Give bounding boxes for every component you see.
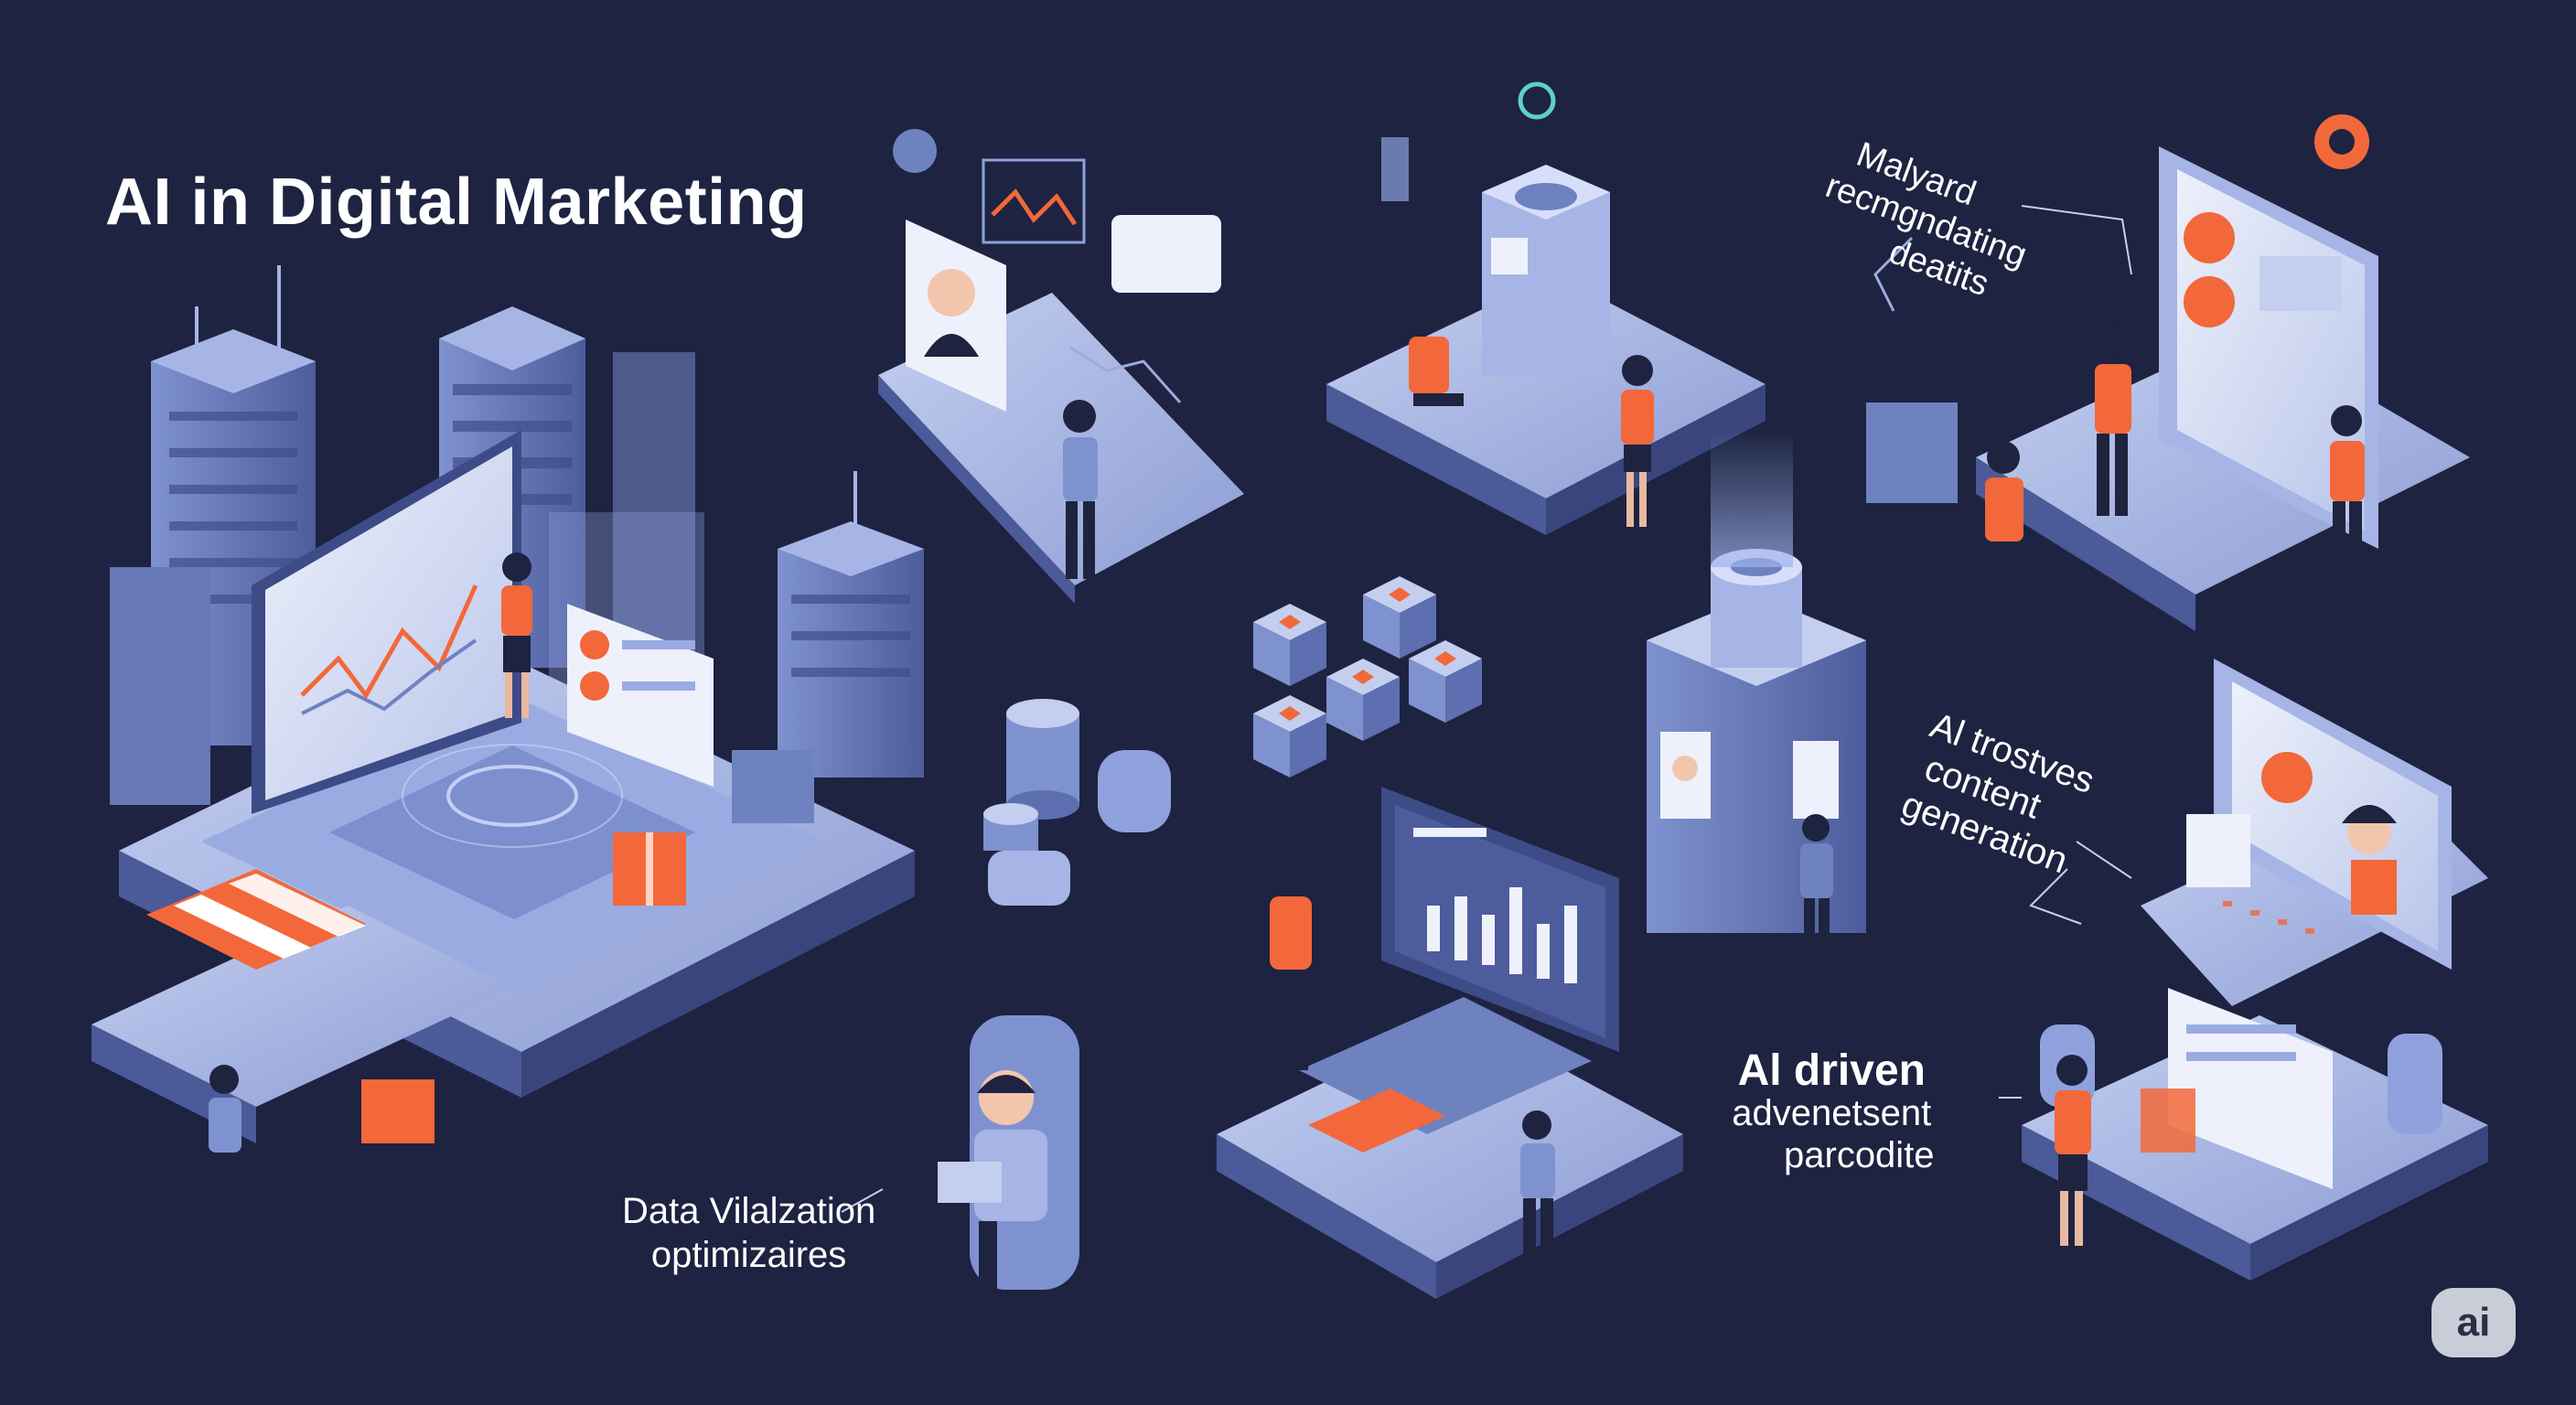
person-man-standing-right: [2095, 327, 2131, 516]
person-sitting-laptop: [1520, 1110, 1555, 1258]
gift-box-icon: [361, 750, 814, 1143]
recommendation-platform: [1866, 114, 2470, 631]
person-woman-right: [2330, 405, 2365, 574]
person-man-seated: [1409, 299, 1464, 406]
profile-platform: [878, 129, 1244, 604]
caption-line: Al driven: [1737, 1046, 1926, 1095]
cube-cluster: [1253, 576, 1482, 778]
person-man-tablet: [1063, 400, 1098, 579]
caption-ad-performance: Al driven advenetsent parcodite: [1729, 1046, 1935, 1176]
caption-line: advenetsent: [1732, 1093, 1932, 1133]
person-presenter-orange: [1270, 855, 1312, 1070]
person-kiosk-user: [1800, 814, 1833, 949]
profile-chat-card: [567, 604, 714, 787]
caption-data-visualization: Data Vilalzation optimizaires: [622, 1189, 875, 1277]
caption-line: optimizaires: [650, 1235, 847, 1275]
caption-line: Data Vilalzation: [622, 1191, 876, 1231]
person-woman-ad: [2055, 1055, 2091, 1246]
caption-line: parcodite: [1784, 1135, 1935, 1175]
person-woman-standing: [1621, 355, 1654, 527]
page-title: AI in Digital Marketing: [105, 166, 808, 239]
database-cylinders: [983, 699, 1171, 906]
computer-platform: [1217, 787, 1683, 1299]
ai-badge-logo: ai: [2431, 1288, 2516, 1357]
ai-server-platform: [1326, 81, 1766, 535]
ad-performance-platform: [2022, 988, 2488, 1281]
connector-lines: [841, 205, 2132, 1213]
analytics-screen: [252, 430, 521, 814]
person-chair-laptop: [938, 1015, 1079, 1294]
content-generation-screen: [2141, 659, 2488, 1006]
person-woman-presenter: [501, 552, 532, 718]
person-man-phone: [209, 1065, 242, 1221]
ai-kiosk: [1647, 430, 1866, 933]
person-man-sitting: [1985, 441, 2023, 619]
